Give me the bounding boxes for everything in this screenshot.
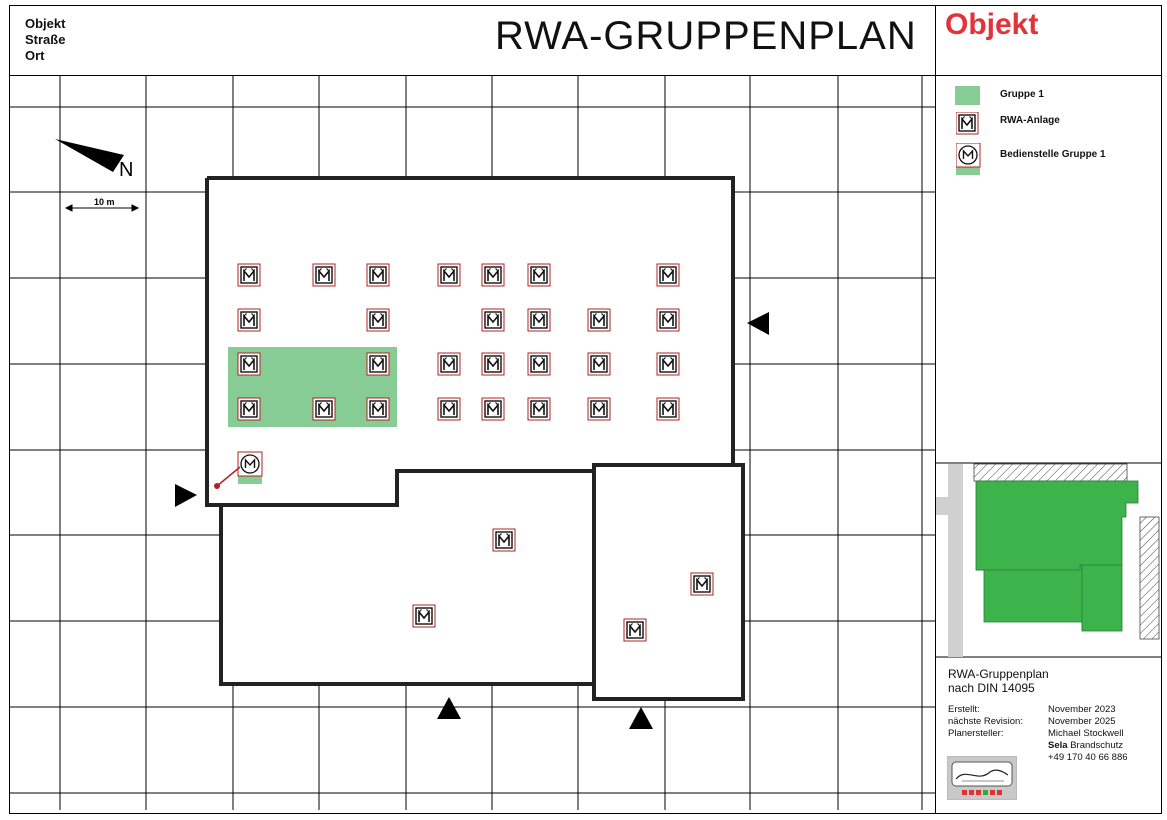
- rwa-unit-icon: [956, 112, 979, 135]
- access-arrow-bottom-1: [437, 697, 461, 719]
- north-arrow-icon: [55, 139, 124, 172]
- info-title: RWA-Gruppenplan: [948, 667, 1049, 681]
- company-name-rest: Brandschutz: [1070, 740, 1123, 751]
- header-separator: [9, 75, 935, 76]
- info-value: Michael Stockwell: [1048, 728, 1124, 739]
- company-line: Sela Brandschutz: [1048, 740, 1123, 751]
- city-line: Ort: [25, 48, 45, 63]
- group-1-swatch: [955, 86, 980, 105]
- access-arrow-left: [175, 484, 197, 507]
- object-address-block: Objekt Straße Ort: [25, 16, 65, 64]
- company-logo: [947, 756, 1017, 800]
- north-label: N: [119, 159, 133, 181]
- plan-info: RWA-Gruppenplan nach DIN 14095: [948, 667, 1049, 695]
- logo-icon: [951, 761, 1013, 795]
- control-point-icon: [237, 451, 263, 477]
- info-value: November 2025: [1048, 716, 1116, 727]
- scale-label: 10 m: [94, 197, 115, 207]
- street-line: Straße: [25, 32, 66, 47]
- info-standard: nach DIN 14095: [948, 681, 1035, 695]
- header-right-separator: [935, 75, 1162, 76]
- legend-label: Gruppe 1: [1000, 89, 1044, 100]
- legend-label: RWA-Anlage: [1000, 115, 1060, 126]
- phone-line: +49 170 40 66 886: [1048, 752, 1128, 763]
- object-heading: Objekt: [945, 8, 1039, 41]
- overview-map: [935, 462, 1162, 658]
- object-line: Objekt: [25, 16, 66, 31]
- access-arrows: [175, 312, 769, 729]
- info-label: Planersteller:: [948, 728, 1004, 739]
- building-outline: [205, 176, 745, 701]
- info-label: nächste Revision:: [948, 716, 1023, 727]
- control-point-icon: [956, 143, 981, 175]
- company-name-bold: Sela: [1048, 740, 1068, 751]
- scale-bar: [64, 204, 140, 212]
- legend-label: Bedienstelle Gruppe 1: [1000, 149, 1106, 160]
- page-title: RWA-GRUPPENPLAN: [495, 14, 917, 58]
- access-arrow-bottom-2: [629, 707, 653, 729]
- plan-frame: [9, 5, 1162, 814]
- right-column-separator: [935, 5, 936, 814]
- info-label: Erstellt:: [948, 704, 980, 715]
- info-value: November 2023: [1048, 704, 1116, 715]
- access-arrow-right: [747, 312, 769, 335]
